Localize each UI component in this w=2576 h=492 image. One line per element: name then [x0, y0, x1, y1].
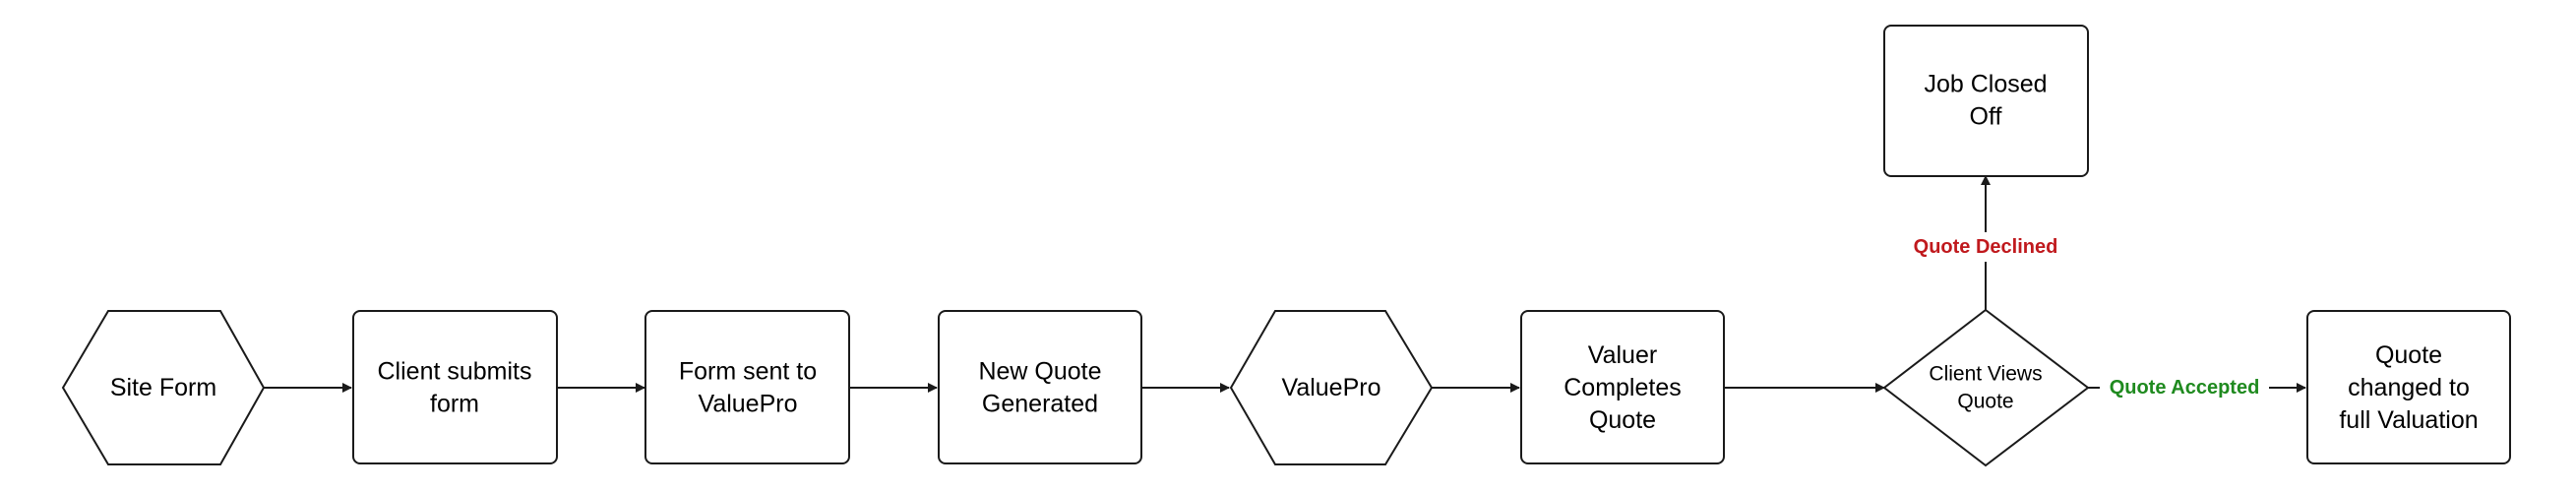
node-form-sent-to-valuepro: Form sent to ValuePro	[644, 310, 850, 464]
label-line: ValuePro	[699, 391, 798, 418]
label-line: Job Closed	[1924, 71, 2047, 98]
client-views-diamond	[1882, 308, 2090, 467]
client-submits-form-box	[352, 310, 558, 464]
edge-labels: Quote Declined Quote Accepted	[1899, 232, 2269, 401]
label-line: Quote	[2375, 341, 2442, 369]
label-line: Quote	[1957, 391, 2013, 413]
label-line: form	[430, 391, 479, 418]
quote-declined-label: Quote Declined	[1914, 236, 2058, 258]
valuepro-label: ValuePro	[1282, 374, 1381, 401]
valuer-completes-box	[1520, 310, 1725, 464]
label-line: Client Views	[1929, 363, 2042, 386]
node-client-submits-form: Client submits form	[352, 310, 558, 464]
form-sent-label: Form sent to ValuePro	[679, 358, 817, 418]
quote-changed-box	[2306, 310, 2511, 464]
label-line: Quote	[1589, 406, 1656, 434]
node-valuepro: ValuePro	[1229, 310, 1434, 465]
label-line: full Valuation	[2339, 406, 2478, 434]
quote-changed-label: Quote changed to full Valuation	[2339, 341, 2478, 434]
label-line: Off	[1970, 103, 2002, 131]
quote-declined-label-bg	[1899, 232, 2072, 262]
label-line: Client submits	[378, 358, 532, 386]
label-line: New Quote	[978, 358, 1101, 386]
label-line: Form sent to	[679, 358, 817, 386]
valuepro-hexagon	[1229, 310, 1434, 465]
label-line: Valuer	[1588, 341, 1657, 369]
new-quote-box	[938, 310, 1142, 464]
label-line: changed to	[2348, 374, 2470, 401]
site-form-hexagon	[61, 310, 266, 465]
label-line: Site Form	[110, 374, 216, 401]
quote-accepted-label: Quote Accepted	[2110, 377, 2260, 399]
site-form-label: Site Form	[110, 374, 216, 401]
label-line: Completes	[1564, 374, 1682, 401]
client-submits-form-label: Client submits form	[378, 358, 532, 418]
node-site-form: Site Form	[61, 310, 266, 465]
label-line: Generated	[982, 391, 1098, 418]
job-closed-box	[1883, 25, 2089, 177]
quote-accepted-label-bg	[2100, 374, 2269, 401]
label-line: ValuePro	[1282, 374, 1381, 401]
form-sent-box	[644, 310, 850, 464]
node-quote-changed-to-full-valuation: Quote changed to full Valuation	[2306, 310, 2511, 464]
